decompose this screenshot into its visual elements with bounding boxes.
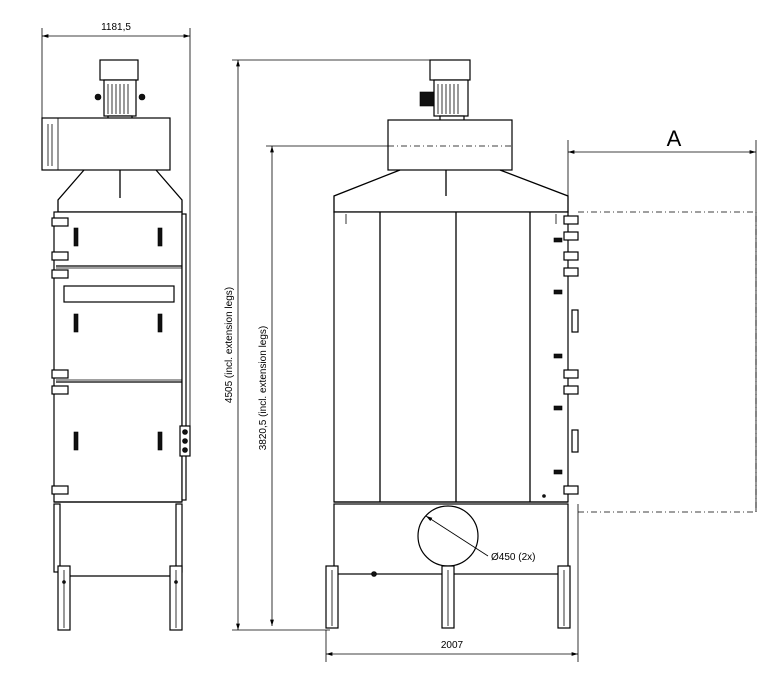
door-swing-envelope (578, 211, 757, 513)
front-width-label: 2007 (441, 640, 464, 651)
top-height-label: 3820,5 (incl. extension legs) (258, 326, 269, 451)
front-transition-hood (333, 169, 569, 213)
duct-opening (417, 505, 479, 567)
vertical-dimensions: 4505 (incl. extension legs) 3820,5 (incl… (224, 59, 446, 631)
side-motor (94, 59, 146, 123)
duct-diameter-leader (425, 515, 489, 557)
total-height-label: 4505 (incl. extension legs) (224, 287, 235, 403)
side-inspection-window (63, 285, 175, 303)
front-motor (419, 59, 471, 123)
front-fan-housing (387, 119, 513, 171)
side-fan-housing (41, 117, 171, 171)
side-door-handles (73, 227, 163, 451)
front-view: Ø450 (2x) 2007 A (325, 59, 757, 662)
front-cabinet (333, 211, 569, 503)
duct-diameter-label: Ø450 (2x) (491, 552, 535, 563)
side-view: 1181,5 (41, 22, 191, 631)
side-cabinet (53, 211, 183, 503)
side-hinges (51, 217, 69, 495)
side-leg-left (53, 503, 61, 573)
clearance-label: A (667, 126, 682, 151)
side-width-label: 1181,5 (101, 22, 131, 33)
front-latches (553, 215, 579, 495)
side-leg-right (175, 503, 183, 573)
